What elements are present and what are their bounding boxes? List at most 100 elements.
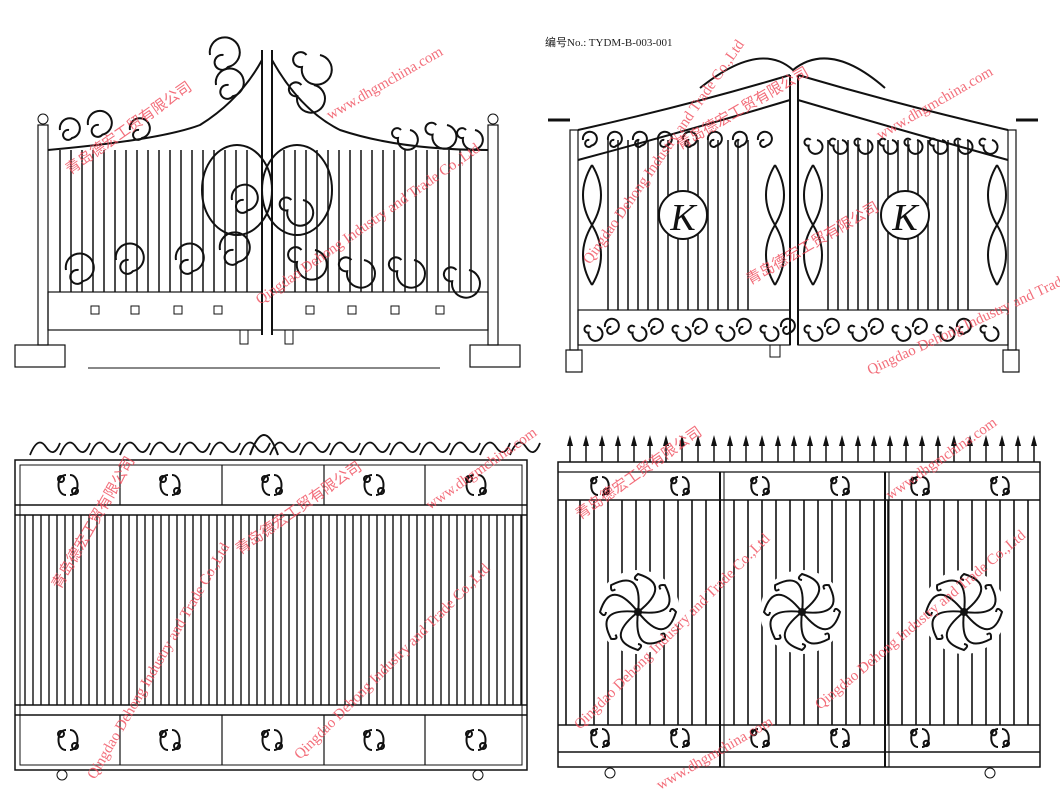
scroll-ornament [911,317,928,335]
flower-petal-scroll [963,607,1004,631]
scroll-ornament [337,256,376,289]
watermark-text: 青岛德宏工贸有限公司 [743,198,882,289]
left-footing [14,344,66,368]
side-scroll-column [987,164,1007,286]
scroll-ornament [681,130,698,148]
flower-petal-scroll [637,583,671,614]
scroll-ornament [759,324,780,342]
side-scroll-column [582,164,602,286]
scroll-ornament [935,324,956,342]
scroll-curl [602,487,610,496]
spear-tip [887,435,893,446]
scroll-ornament [174,242,205,275]
flower-petal-scroll [801,583,835,614]
gate-4-spear-top-flower-fence [557,435,1041,779]
center-crest [249,434,279,456]
c-scroll-ornament [830,476,850,496]
c-scroll-ornament [363,474,385,496]
top-scroll [209,441,241,456]
pillar-cap [487,113,499,125]
gate-1-scroll-double-gate [14,36,521,369]
flower-petal-scroll [800,611,831,645]
scroll-ornament [779,317,796,335]
rivet-square [347,305,357,315]
scroll-curl [762,487,770,496]
watermark-text: Qingdao Dehong Industry and Trade Co.,Lt… [85,540,234,782]
flower-petal-scroll [935,579,966,613]
rivet-square [173,305,183,315]
top-scroll [509,441,541,456]
scroll-curl [762,739,770,748]
watermark-text: www.dhgmchina.com [883,415,1000,504]
flower-petal-scroll [924,593,965,617]
gate-3-scroll-top-fence [14,434,541,781]
scroll-ornament [656,130,673,148]
scroll-curl [479,742,487,750]
drop-bolt [284,329,294,345]
scroll-curl [275,487,283,495]
flower-petal-scroll [633,572,657,613]
spear-tip [759,435,765,446]
scroll-curl [261,475,269,483]
scroll-ornament [867,317,884,335]
scroll-curl [465,475,473,483]
right-arch [797,74,1009,131]
scroll-curl [990,728,998,737]
watermark-text: Qingdao Dehong Industry and Trade Co.,Lt… [865,250,1060,379]
flower-center [960,608,968,616]
scroll-curl [71,487,79,495]
right-bottom-rail [271,291,489,331]
scroll-ornament [287,246,328,281]
scroll-ornament [627,324,648,342]
flower-petal-scroll [605,610,639,641]
top-scroll [29,441,61,456]
spear-tip [951,435,957,446]
flower-center [634,608,642,616]
drop-bolt [769,344,781,358]
watermark-text: 青岛德宏工贸有限公司 [48,453,139,592]
c-scroll-ornament [159,729,181,751]
scroll-curl [670,476,678,485]
top-scroll [479,441,511,456]
scroll-curl [602,739,610,748]
c-scroll-ornament [57,729,79,751]
scroll-ornament [387,256,426,289]
spear-tip [919,435,925,446]
flower-petal-scroll [931,610,965,641]
rivet-square [90,305,100,315]
scroll-ornament [292,51,333,86]
left-arch-inner [577,99,791,161]
scroll-ornament [671,324,692,342]
right-bottom-panel [797,309,1009,346]
scroll-ornament [218,231,251,266]
watermark-text: www.dhgmchina.com [874,64,996,144]
scroll-ornament [230,183,259,214]
scroll-curl [922,487,930,496]
flower-petal-scroll [945,611,969,652]
top-scroll [119,441,151,456]
scroll-ornament [891,324,912,342]
scroll-ornament [456,127,484,151]
spear-tip [967,435,973,446]
scroll-ornament [647,317,664,335]
top-scroll [359,441,391,456]
right-foot [1002,349,1020,373]
scroll-curl [842,487,850,496]
scroll-ornament [58,117,81,141]
spear-tip [871,435,877,446]
scroll-curl [159,730,167,738]
scroll-ornament [391,127,419,151]
scroll-ornament [955,317,972,335]
monogram-letter: K [891,197,919,239]
spear-tip [631,435,637,446]
rivet-square [390,305,400,315]
flower-petal-scroll [769,610,803,641]
scroll-curl [159,475,167,483]
spear-tip [647,435,653,446]
scroll-ornament [442,266,481,299]
scroll-ornament [803,324,824,342]
flower-center [798,608,806,616]
scroll-curl [1002,739,1010,748]
